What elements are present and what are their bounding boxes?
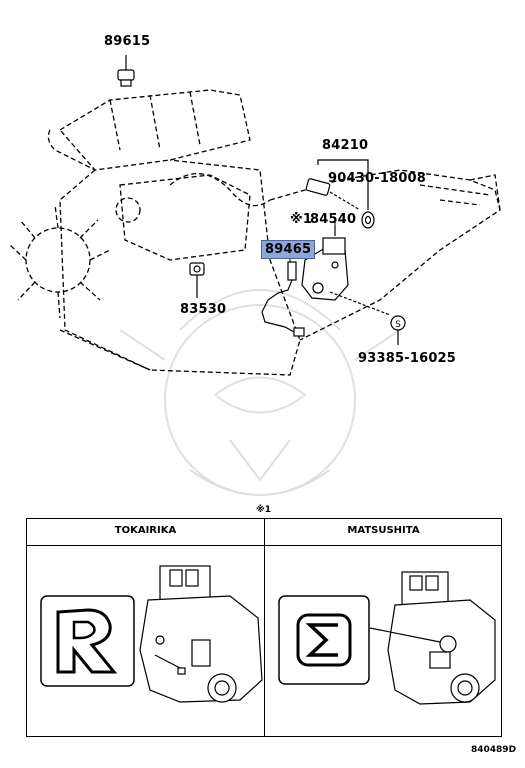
part-label-89465-selected[interactable]: 89465 — [261, 240, 316, 259]
part-84210-switch — [305, 159, 375, 229]
tokairika-switch-drawing — [139, 565, 263, 703]
part-label-83530: 83530 — [180, 302, 227, 317]
watermark-emblem — [119, 289, 401, 496]
table-header-tokairika: TOKAIRIKA — [114, 525, 177, 536]
part-89465-sensor — [261, 261, 305, 337]
engine-block — [9, 89, 501, 376]
part-89615-sensor — [117, 55, 135, 87]
matsushita-switch-drawing — [369, 571, 496, 705]
part-label-93385: 93385-16025 — [358, 351, 457, 366]
table-header-matsushita: MATSUSHITA — [347, 525, 420, 536]
part-83530-sensor — [189, 262, 205, 298]
manufacturer-table: TOKAIRIKA MATSUSHITA — [26, 518, 502, 737]
tokairika-logo-icon — [40, 595, 135, 687]
part-84540-switch — [301, 226, 349, 301]
part-label-90430: 90430-18008 — [328, 171, 427, 186]
part-label-84210: 84210 — [322, 138, 369, 153]
part-93385-bolt: S — [329, 291, 406, 345]
svg-text:S: S — [395, 320, 401, 330]
part-label-84540: 84540 — [310, 212, 357, 227]
matsushita-logo-icon — [278, 595, 370, 685]
table-divider — [264, 519, 265, 736]
note-mark: ※1 — [256, 505, 272, 515]
part-label-84540-mark: ※1 — [290, 212, 313, 227]
diagram-id: 840489D — [471, 745, 517, 755]
part-label-89615: 89615 — [104, 34, 151, 49]
